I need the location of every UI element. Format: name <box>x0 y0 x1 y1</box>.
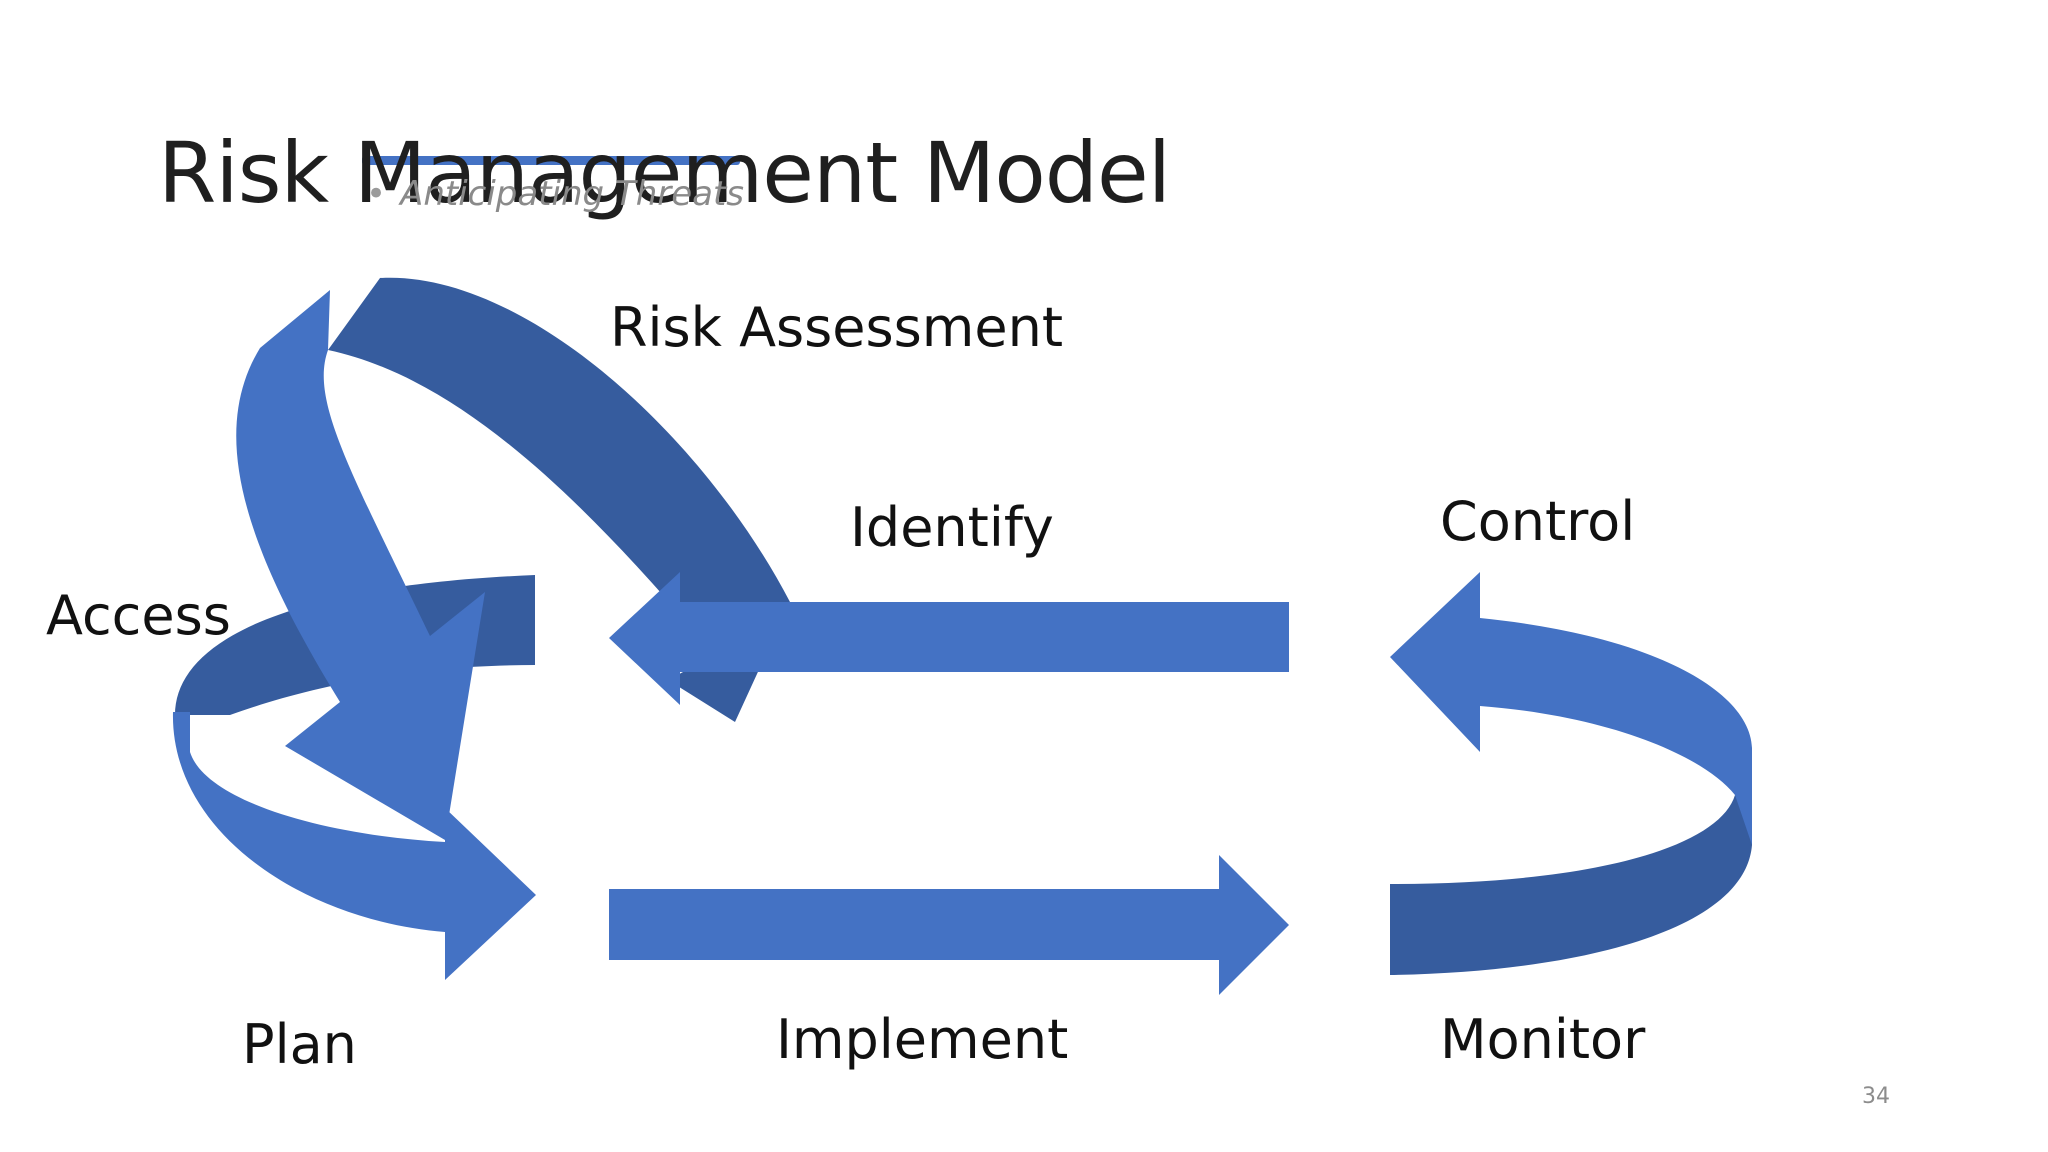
monitor-loop-top-band <box>1390 572 1752 845</box>
risk-assessment-arc-shadow <box>328 277 790 722</box>
monitor-to-control-curved-arrow <box>1390 572 1752 975</box>
risk-assessment-arc-front <box>236 290 485 840</box>
label-risk-assessment: Risk Assessment <box>610 296 1064 359</box>
bullet-label: Anticipating Threats <box>400 174 745 214</box>
monitor-loop-bottom-band <box>1390 795 1752 975</box>
label-monitor: Monitor <box>1440 1008 1646 1071</box>
label-access: Access <box>46 584 231 647</box>
bullet-text: • Anticipating Threats <box>366 172 744 216</box>
bullet-underline-bar <box>362 156 740 165</box>
implement-to-monitor-arrow[interactable] <box>609 855 1289 995</box>
slide-title: Risk Management Model <box>158 124 1171 222</box>
control-to-identify-arrow[interactable] <box>609 572 1289 705</box>
page-number: 34 <box>1862 1084 1890 1109</box>
access-loop-front-band <box>172 712 536 980</box>
label-identify: Identify <box>850 496 1054 559</box>
label-plan: Plan <box>242 1013 357 1076</box>
label-implement: Implement <box>776 1008 1069 1071</box>
label-control: Control <box>1440 490 1636 553</box>
bullet-point-icon: • <box>366 174 387 214</box>
identify-to-plan-curved-arrow <box>236 277 790 840</box>
